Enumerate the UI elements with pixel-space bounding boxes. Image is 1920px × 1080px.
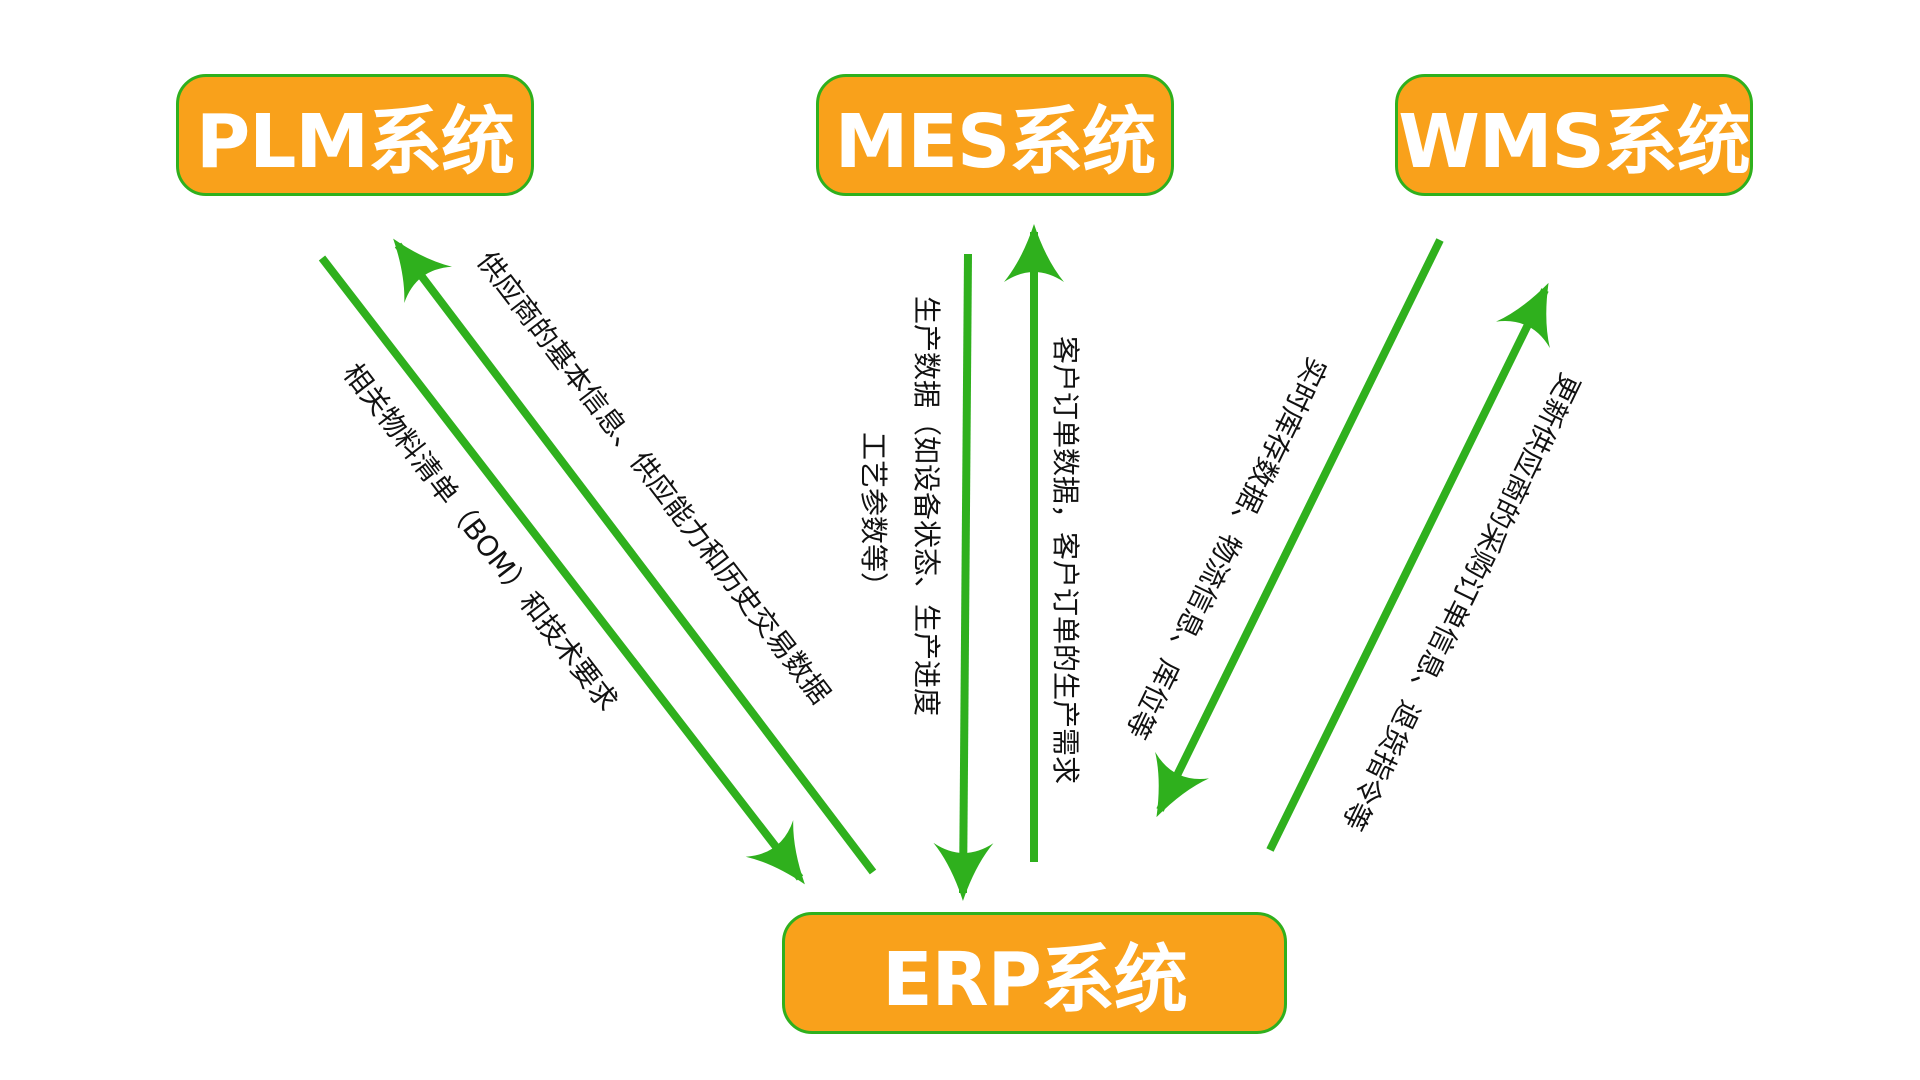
label-erp-to-wms: 更新供应商的采购订单信息、退货指令等 — [1336, 368, 1587, 835]
label-plm-to-erp: 相关物料清单（BOM）和技术要求 — [336, 357, 624, 717]
plm-system-node: PLM系统 — [176, 74, 534, 196]
arrow-mes-to-erp — [933, 253, 994, 901]
arrow-wms-to-erp — [1155, 238, 1444, 818]
label-erp-to-plm: 供应商的基本信息、供应能力和历史交易数据 — [470, 245, 836, 710]
wms-system-label: WMS系统 — [1398, 98, 1751, 185]
erp-system-label: ERP系统 — [882, 936, 1188, 1023]
arrow-erp-to-wms — [1266, 282, 1550, 852]
label-erp-to-mes: 客户订单数据，客户订单的生产需求 — [1049, 336, 1082, 784]
label-mes-to-erp-line1: 生产数据（如设备状态、生产进度 — [910, 296, 943, 716]
arrow-plm-to-erp — [318, 255, 805, 885]
label-wms-to-erp: 实时库存数据、物流信息、库位等 — [1120, 352, 1334, 744]
arrow-erp-to-plm — [393, 238, 877, 875]
plm-system-label: PLM系统 — [195, 98, 515, 185]
wms-system-node: WMS系统 — [1395, 74, 1753, 196]
mes-system-label: MES系统 — [834, 98, 1156, 185]
mes-system-node: MES系统 — [816, 74, 1174, 196]
erp-system-node: ERP系统 — [782, 912, 1287, 1034]
label-mes-to-erp-line2: 工艺参数等） — [857, 432, 890, 600]
